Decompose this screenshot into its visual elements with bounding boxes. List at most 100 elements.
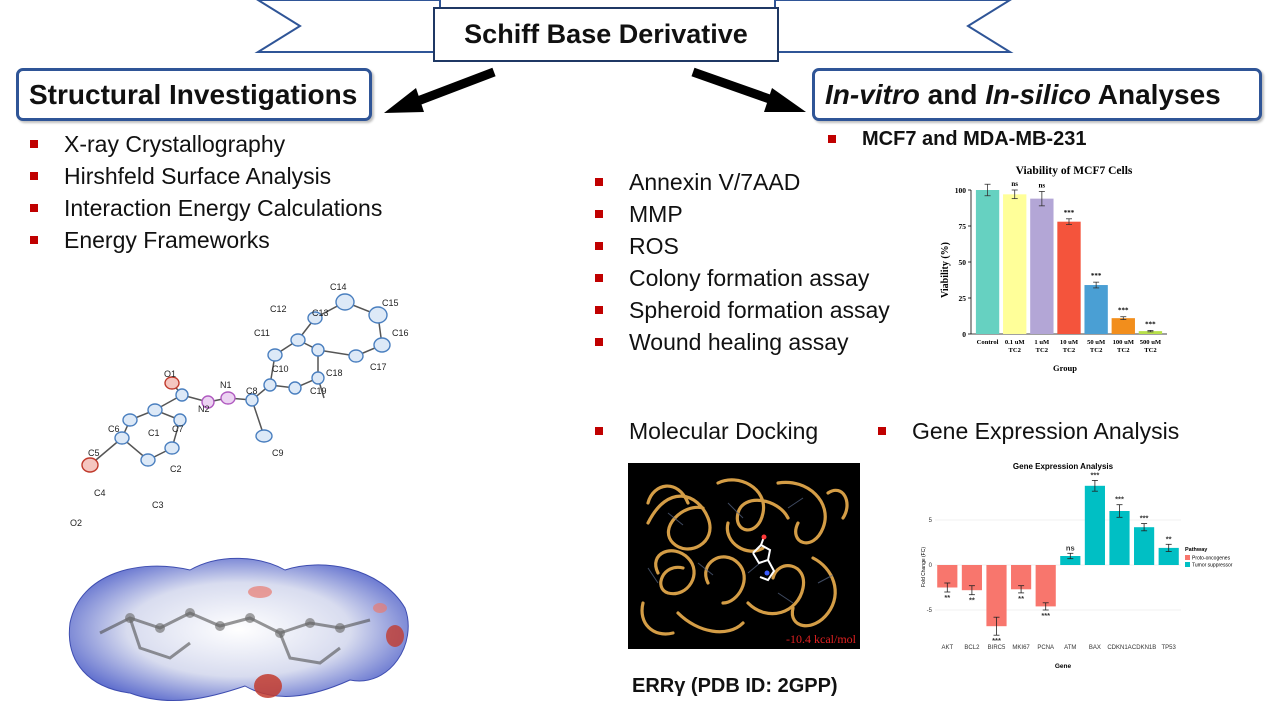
x-tick-label: TC2 — [1090, 347, 1103, 354]
x-tick-label: MKI67 — [1012, 645, 1030, 651]
bar — [1138, 331, 1163, 334]
structural-item: Energy Frameworks — [30, 224, 382, 256]
legend-title: Pathway — [1185, 547, 1208, 553]
bar — [1030, 198, 1054, 334]
x-tick-label: TC2 — [1144, 347, 1157, 354]
bar — [975, 190, 1000, 334]
bar — [1111, 318, 1135, 334]
x-tick-label: CDKN1B — [1132, 645, 1156, 651]
x-axis-label: Group — [1053, 363, 1077, 373]
atom-label: C17 — [370, 362, 387, 372]
x-tick-label: TP53 — [1162, 645, 1177, 651]
y-tick-label: -5 — [927, 608, 933, 614]
in-vitro-text: In-vitro — [825, 78, 920, 110]
assay-item: Spheroid formation assay — [595, 294, 890, 326]
y-tick-label: 0 — [929, 563, 933, 569]
atom-label: C1 — [148, 428, 160, 438]
bar — [1035, 565, 1056, 607]
gene-expression-label: Gene Expression Analysis — [878, 415, 1179, 447]
atom-label: O2 — [70, 518, 82, 528]
assay-item: Wound healing assay — [595, 326, 890, 358]
legend-swatch — [1185, 562, 1190, 567]
bar — [1084, 285, 1108, 334]
arrow-right — [691, 67, 806, 112]
x-tick-label: 10 uM — [1060, 339, 1079, 346]
title-box: Schiff Base Derivative — [433, 7, 779, 62]
x-tick-label: Control — [977, 339, 999, 346]
bar — [1084, 485, 1105, 565]
x-tick-label: AKT — [941, 645, 953, 651]
structural-list: X-ray Crystallography Hirshfeld Surface … — [30, 128, 382, 256]
significance-label: *** — [1091, 470, 1100, 479]
y-tick-label: 100 — [955, 186, 967, 195]
assay-item: Colony formation assay — [595, 262, 890, 294]
x-tick-label: TC2 — [1008, 347, 1021, 354]
x-tick-label: TC2 — [1036, 347, 1049, 354]
chart-title: Gene Expression Analysis — [1013, 462, 1114, 471]
y-tick-label: 50 — [959, 258, 967, 267]
in-silico-text: In-silico — [985, 78, 1092, 110]
atom-label: C18 — [326, 368, 343, 378]
significance-label: *** — [1091, 272, 1102, 280]
atom-label: C8 — [246, 386, 258, 396]
y-tick-label: 75 — [959, 222, 967, 231]
analyses-heading: In-vitro and In-silico Analyses — [812, 68, 1262, 121]
significance-label: *** — [1118, 307, 1129, 315]
legend-label: Proto-oncogenes — [1192, 556, 1231, 562]
and-text: and — [919, 78, 986, 110]
significance-label: *** — [1115, 495, 1124, 504]
assay-item: MMP — [595, 198, 890, 230]
docking-label: Molecular Docking — [595, 415, 818, 447]
atom-label: C11 — [254, 328, 270, 338]
atom-label: O1 — [164, 369, 176, 379]
structural-heading: Structural Investigations — [16, 68, 372, 121]
atom-label: C14 — [330, 282, 347, 292]
atom-label: C10 — [272, 364, 289, 374]
bar — [1134, 527, 1155, 565]
atom-label: C2 — [170, 464, 182, 474]
molecular-structure: O1 N1 N2 C7 C8 C9 C1 C2 C3 C4 C5 C6 O2 C… — [70, 282, 409, 528]
structural-item: X-ray Crystallography — [30, 128, 382, 160]
y-tick-label: 25 — [959, 294, 967, 303]
bar — [937, 565, 958, 588]
cell-lines-label: MCF7 and MDA-MB-231 — [828, 123, 1086, 155]
significance-label: ** — [944, 593, 950, 602]
x-tick-label: TC2 — [1117, 347, 1130, 354]
significance-label: ns — [1011, 180, 1018, 188]
atom-label: C4 — [94, 488, 106, 498]
atom-label: N1 — [220, 380, 232, 390]
chart-title: Viability of MCF7 Cells — [1016, 165, 1133, 177]
x-axis-label: Gene — [1055, 663, 1072, 670]
x-tick-label: BAX — [1089, 645, 1101, 651]
x-tick-label: 1 uM — [1034, 339, 1050, 346]
legend-label: Tumor suppressor — [1192, 563, 1233, 569]
bar — [1011, 565, 1032, 590]
x-tick-label: CDKN1A — [1107, 645, 1131, 651]
x-tick-label: 0.1 uM — [1005, 339, 1026, 346]
atom-label: C19 — [310, 386, 327, 396]
gene-expression-chart: Gene Expression Analysis Fold Change (FC… — [921, 462, 1233, 670]
bar — [1109, 511, 1130, 565]
assay-list: Annexin V/7AAD MMP ROS Colony formation … — [595, 166, 890, 358]
significance-label: ** — [1166, 534, 1172, 543]
significance-label: *** — [1064, 209, 1075, 217]
significance-label: *** — [1041, 611, 1050, 620]
atom-label: C5 — [88, 448, 100, 458]
docking-energy: -10.4 kcal/mol — [786, 632, 857, 646]
significance-label: ns — [1039, 181, 1046, 189]
y-tick-label: 0 — [962, 330, 966, 339]
x-tick-label: 50 uM — [1087, 339, 1106, 346]
atom-label: C16 — [392, 328, 409, 338]
significance-label: *** — [1140, 514, 1149, 523]
docking-image: -10.4 kcal/mol — [628, 463, 860, 649]
banner-left-ribbon — [254, 0, 441, 53]
bar — [986, 565, 1007, 627]
atom-label: N2 — [198, 404, 210, 414]
atom-label: C12 — [270, 304, 287, 314]
x-tick-label: 500 uM — [1140, 339, 1162, 346]
bar — [1003, 194, 1027, 334]
structural-item: Interaction Energy Calculations — [30, 192, 382, 224]
significance-label: *** — [1145, 320, 1156, 328]
atom-label: C15 — [382, 298, 399, 308]
x-tick-label: BIRC5 — [988, 645, 1006, 651]
